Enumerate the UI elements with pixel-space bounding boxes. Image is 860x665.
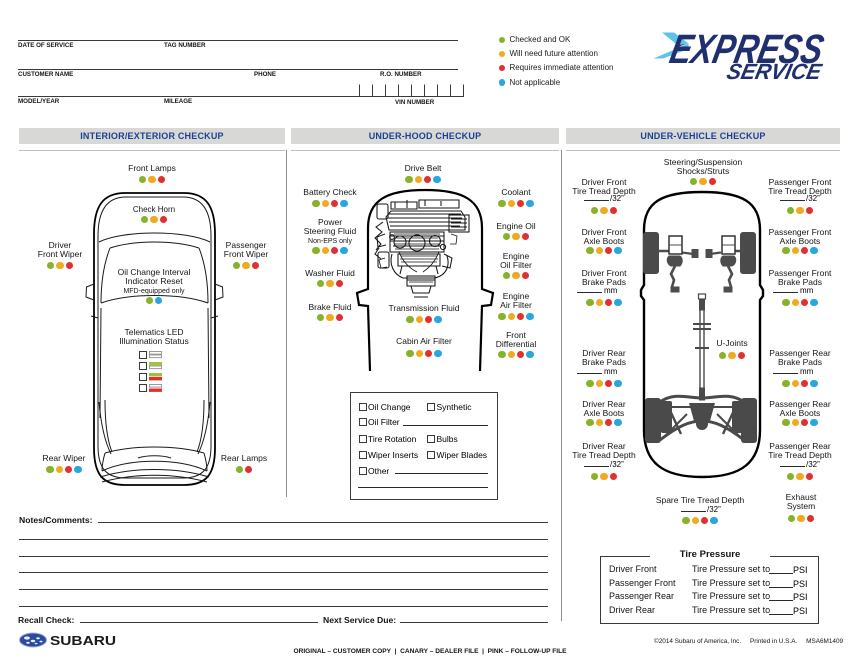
svg-text:SUBARU: SUBARU (50, 634, 116, 648)
svg-text:EXPRESS: EXPRESS (666, 30, 828, 72)
svg-text:SERVICE: SERVICE (725, 59, 825, 82)
